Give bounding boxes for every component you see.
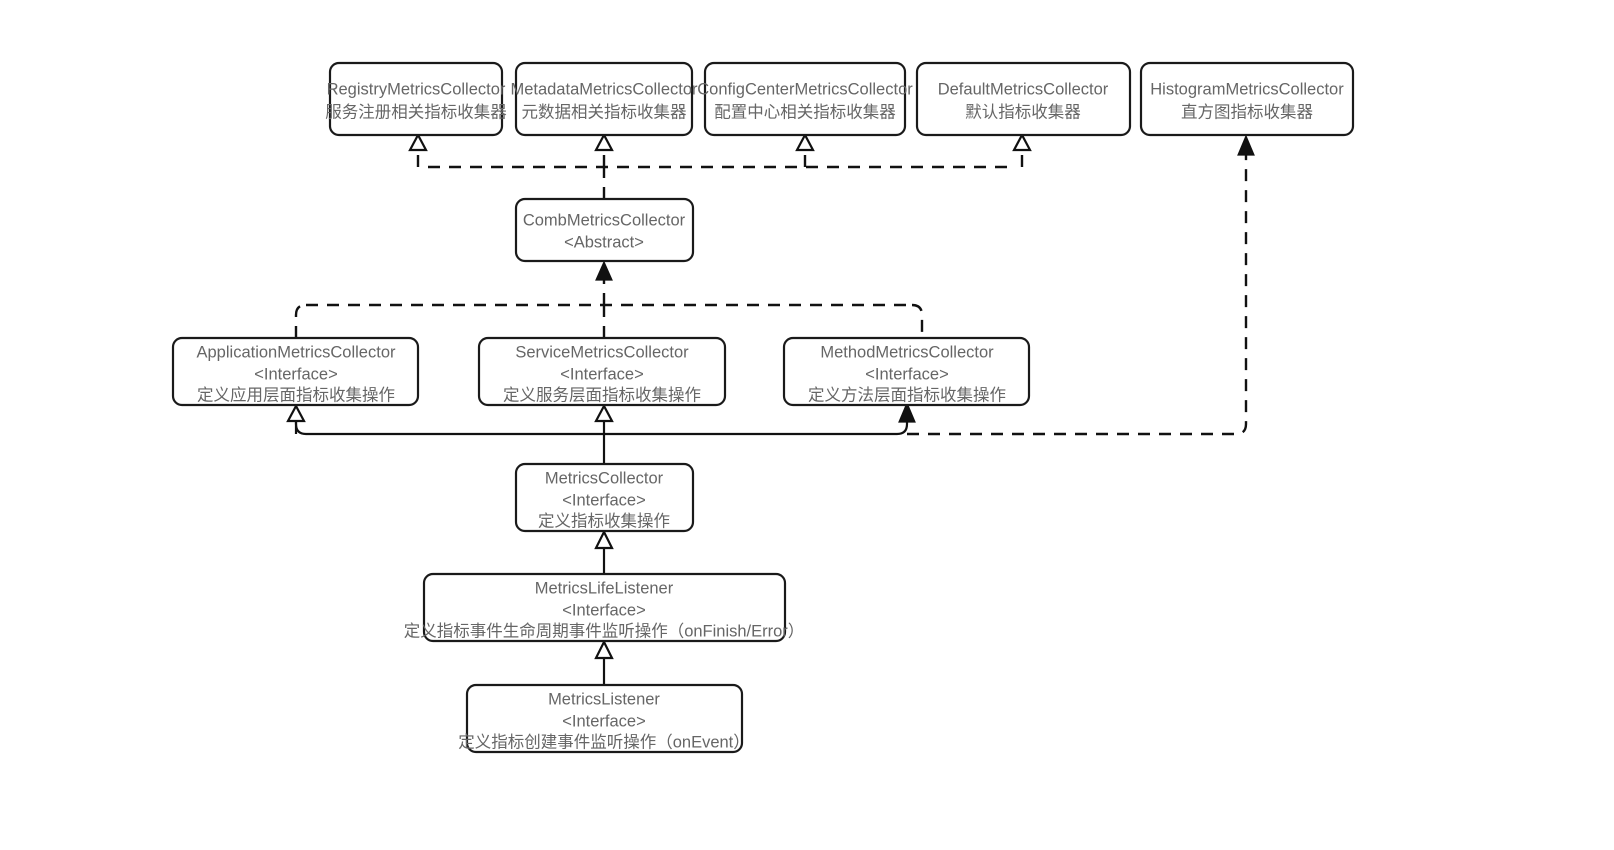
node-metrics-listener[interactable]: MetricsListener <Interface> 定义指标创建事件监听操作…	[458, 683, 750, 754]
hollow-triangle-arrowhead	[286, 403, 306, 423]
edge-to-histogram	[907, 134, 1255, 436]
node-subtitle: 默认指标收集器	[965, 102, 1081, 121]
hollow-triangle-arrowhead	[594, 132, 614, 152]
node-comb-metrics-collector[interactable]: CombMetricsCollector <Abstract>	[514, 197, 695, 263]
node-box[interactable]	[514, 61, 694, 137]
node-box[interactable]	[514, 197, 695, 263]
edge-listener-to-lifelistener	[594, 639, 614, 685]
node-title: HistogramMetricsCollector	[1150, 80, 1344, 98]
edge-lifelistener-to-metricscollector	[594, 529, 614, 574]
edge-layer	[286, 132, 1255, 685]
filled-triangle-arrowhead	[1237, 134, 1255, 156]
node-description: 定义方法层面指标收集操作	[808, 385, 1006, 404]
edge-segment	[896, 418, 909, 436]
node-box[interactable]	[1139, 61, 1355, 137]
node-stereotype: <Interface>	[562, 712, 645, 730]
edge-metricscollector-to-interfaces	[286, 401, 916, 464]
edge-segment	[911, 303, 924, 338]
node-title: MetricsCollector	[545, 469, 664, 487]
node-histogram-metrics-collector[interactable]: HistogramMetricsCollector 直方图指标收集器	[1139, 61, 1355, 137]
node-stereotype: <Interface>	[560, 365, 643, 383]
node-box[interactable]	[477, 336, 727, 407]
node-description: 定义服务层面指标收集操作	[503, 385, 701, 404]
node-title: RegistryMetricsCollector	[327, 80, 506, 98]
node-subtitle: 服务注册相关指标收集器	[325, 102, 507, 121]
node-metrics-life-listener[interactable]: MetricsLifeListener <Interface> 定义指标事件生命…	[404, 572, 805, 643]
hollow-triangle-arrowhead	[594, 403, 614, 423]
node-box[interactable]	[782, 336, 1031, 407]
node-box[interactable]	[328, 61, 504, 137]
hollow-triangle-arrowhead	[594, 529, 614, 550]
node-description: 定义指标收集操作	[538, 511, 670, 530]
node-description: 定义指标创建事件监听操作（onEvent）	[458, 732, 750, 751]
edge-comb-implements-top-collectors	[408, 132, 1032, 199]
node-title: CombMetricsCollector	[523, 211, 686, 229]
node-box[interactable]	[465, 683, 744, 754]
edge-segment	[907, 150, 1248, 436]
node-title: ConfigCenterMetricsCollector	[697, 80, 913, 98]
node-metrics-collector[interactable]: MetricsCollector <Interface> 定义指标收集操作	[514, 462, 695, 533]
node-box[interactable]	[514, 462, 695, 533]
node-description: 定义指标事件生命周期事件监听操作（onFinish/Error）	[404, 621, 805, 640]
edge-segment	[294, 418, 307, 436]
node-stereotype: <Interface>	[562, 491, 645, 509]
node-registry-metrics-collector[interactable]: RegistryMetricsCollector 服务注册相关指标收集器	[325, 61, 507, 137]
edge-interfaces-to-comb	[294, 260, 924, 338]
node-method-metrics-collector[interactable]: MethodMetricsCollector <Interface> 定义方法层…	[782, 336, 1031, 407]
node-box[interactable]	[703, 61, 907, 137]
node-stereotype: <Interface>	[254, 365, 337, 383]
node-box[interactable]	[422, 572, 787, 643]
node-stereotype: <Interface>	[865, 365, 948, 383]
node-title: MetricsLifeListener	[535, 579, 674, 597]
hollow-triangle-arrowhead	[795, 132, 815, 152]
node-application-metrics-collector[interactable]: ApplicationMetricsCollector <Interface> …	[171, 336, 420, 407]
hollow-triangle-arrowhead	[1012, 132, 1032, 152]
node-title: MetricsListener	[548, 690, 660, 708]
node-config-center-metrics-collector[interactable]: ConfigCenterMetricsCollector 配置中心相关指标收集器	[697, 61, 913, 137]
node-box[interactable]	[915, 61, 1132, 137]
node-title: ApplicationMetricsCollector	[197, 343, 396, 361]
node-stereotype: <Abstract>	[564, 233, 644, 251]
node-title: DefaultMetricsCollector	[938, 80, 1109, 98]
hollow-triangle-arrowhead	[594, 639, 614, 660]
node-service-metrics-collector[interactable]: ServiceMetricsCollector <Interface> 定义服务…	[477, 336, 727, 407]
node-subtitle: 元数据相关指标收集器	[522, 102, 688, 121]
node-subtitle: 配置中心相关指标收集器	[714, 102, 896, 121]
node-box[interactable]	[171, 336, 420, 407]
filled-triangle-arrowhead	[595, 260, 613, 281]
node-default-metrics-collector[interactable]: DefaultMetricsCollector 默认指标收集器	[915, 61, 1132, 137]
edge-segment	[294, 303, 307, 338]
filled-triangle-arrowhead	[898, 401, 916, 423]
node-title: ServiceMetricsCollector	[515, 343, 689, 361]
node-title: MethodMetricsCollector	[820, 343, 994, 361]
hollow-triangle-arrowhead	[408, 132, 428, 152]
node-stereotype: <Interface>	[562, 601, 645, 619]
node-subtitle: 直方图指标收集器	[1181, 102, 1314, 121]
node-metadata-metrics-collector[interactable]: MetadataMetricsCollector 元数据相关指标收集器	[510, 61, 698, 137]
node-title: MetadataMetricsCollector	[510, 80, 698, 98]
node-description: 定义应用层面指标收集操作	[197, 385, 395, 404]
